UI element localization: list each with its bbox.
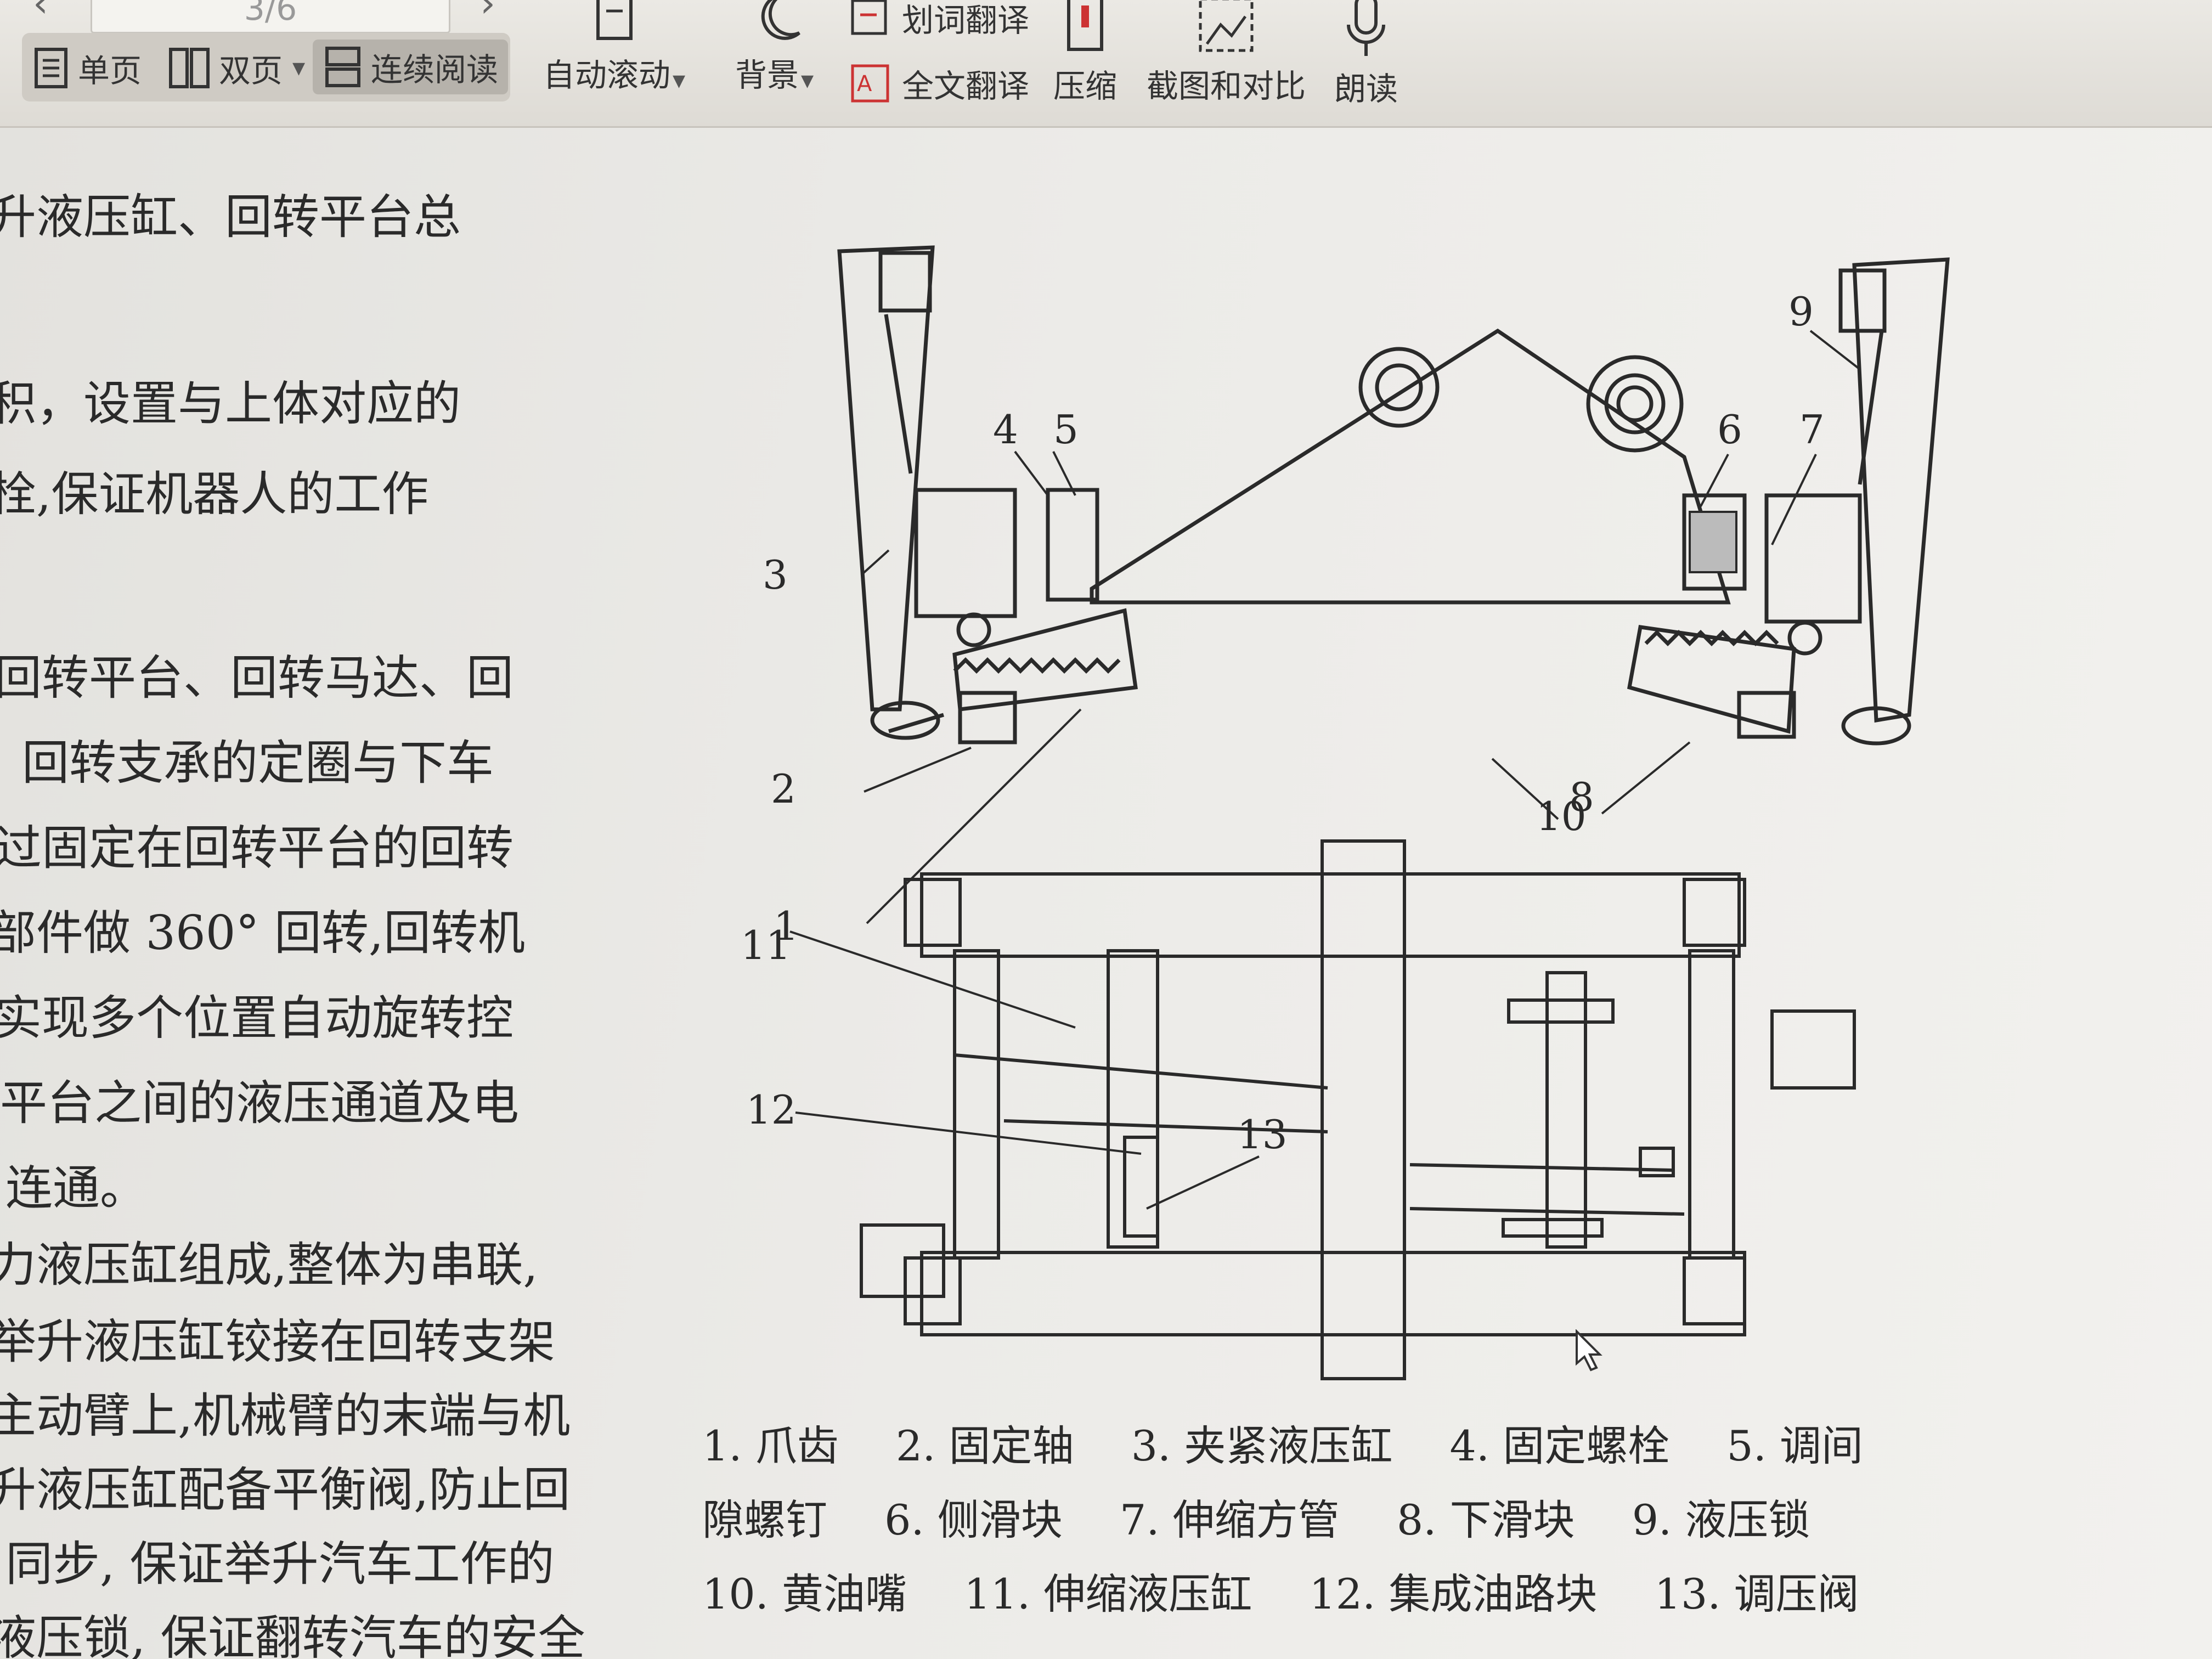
- continuous-read-icon: [325, 47, 360, 87]
- single-page-label: 单页: [78, 52, 142, 89]
- figure-caption: 1. 爪齿 2. 固定轴 3. 夹紧液压缸 4. 固定螺栓 5. 调间 隙螺钉 …: [702, 1409, 2107, 1631]
- microphone-icon: [1347, 0, 1385, 56]
- compress-button[interactable]: 压缩: [1053, 0, 1117, 106]
- text-line: 力液压缸组成,整体为串联,: [0, 1238, 538, 1293]
- compress-label: 压缩: [1053, 67, 1118, 105]
- part-label: 4: [993, 407, 1018, 453]
- text-line: 升液压缸配备平衡阀,防止回: [0, 1463, 571, 1517]
- chevron-down-icon: ▼: [673, 71, 686, 91]
- continuous-read-label: 连续阅读: [371, 51, 499, 88]
- text-line: 升液压缸、回转平台总: [0, 190, 461, 245]
- caption-item: 隙螺钉: [702, 1496, 827, 1544]
- view-mode-group: 单页 双页 ▼ 连续阅读: [22, 33, 510, 101]
- svg-text:A: A: [857, 71, 872, 97]
- part-label: 12: [746, 1087, 797, 1133]
- body-text: 升液压缸、回转平台总 积，设置与上体对应的 栓,保证机器人的工作 回转平台、回转…: [0, 128, 614, 1659]
- background-button[interactable]: 背景▼: [735, 0, 814, 95]
- word-translate-label: 划词翻译: [902, 2, 1030, 39]
- part-label: 10: [1536, 793, 1587, 839]
- page-indicator: 3/6: [244, 0, 297, 28]
- moon-icon: [761, 0, 800, 40]
- leader-lines: [789, 330, 1861, 1210]
- word-translate-icon: [851, 0, 887, 35]
- part-label: 13: [1237, 1111, 1288, 1158]
- text-line: 主动臂上,机械臂的末端与机: [0, 1389, 571, 1443]
- reader-toolbar: ‹ 3/6 › 单页 双页 ▼ 连续阅读: [0, 0, 2212, 128]
- compress-icon: [1067, 0, 1103, 51]
- text-line: 连通。: [5, 1161, 147, 1216]
- mouse-cursor-icon: [1576, 1329, 1602, 1372]
- caption-item: 1. 爪齿: [702, 1421, 839, 1470]
- single-page-icon: [35, 48, 67, 88]
- text-line: 栓,保证机器人的工作: [0, 467, 429, 522]
- caption-row: 10. 黄油嘴 11. 伸缩液压缸 12. 集成油路块 13. 调压阀: [702, 1557, 2107, 1631]
- double-page-icon: [169, 48, 210, 88]
- screenshot-compare-icon: [1199, 0, 1254, 52]
- text-line: 平台之间的液压通道及电: [0, 1076, 519, 1131]
- document-page: 升液压缸、回转平台总 积，设置与上体对应的 栓,保证机器人的工作 回转平台、回转…: [0, 128, 2212, 1659]
- caption-item: 12. 集成油路块: [1309, 1570, 1598, 1618]
- part-label: 1: [774, 903, 799, 949]
- page-number-input[interactable]: 3/6: [91, 0, 450, 33]
- word-translate-button[interactable]: 划词翻译: [849, 0, 1029, 41]
- screenshot-compare-label: 截图和对比: [1147, 67, 1306, 105]
- caption-row: 1. 爪齿 2. 固定轴 3. 夹紧液压缸 4. 固定螺栓 5. 调间: [702, 1409, 2107, 1483]
- caption-item: 4. 固定螺栓: [1449, 1421, 1670, 1470]
- auto-scroll-button[interactable]: 自动滚动▼: [543, 0, 685, 95]
- text-line: 实现多个位置自动旋转控: [0, 991, 514, 1046]
- screenshot-compare-button[interactable]: 截图和对比: [1147, 0, 1306, 106]
- prev-page-icon[interactable]: ‹: [33, 0, 48, 26]
- full-translate-label: 全文翻译: [902, 67, 1030, 105]
- text-line: 过固定在回转平台的回转: [0, 821, 514, 876]
- auto-scroll-icon: [596, 0, 633, 40]
- part-label: 8: [1569, 774, 1594, 820]
- part-label: 11: [741, 922, 791, 968]
- caption-item: 5. 调间: [1726, 1421, 1864, 1470]
- caption-item: 11. 伸缩液压缸: [964, 1570, 1252, 1618]
- read-aloud-label: 朗读: [1334, 70, 1398, 108]
- part-label: 5: [1053, 407, 1079, 453]
- auto-scroll-label: 自动滚动: [543, 57, 671, 94]
- part-label: 7: [1799, 407, 1825, 453]
- caption-item: 9. 液压锁: [1632, 1496, 1810, 1544]
- caption-item: 8. 下滑块: [1396, 1496, 1575, 1544]
- single-page-button[interactable]: 单页: [32, 45, 142, 91]
- caption-item: 13. 调压阀: [1654, 1570, 1859, 1618]
- text-line: 部件做 360° 回转,回转机: [0, 906, 526, 961]
- background-label: 背景: [735, 57, 799, 94]
- caption-item: 7. 伸缩方管: [1120, 1496, 1340, 1544]
- part-label: 3: [763, 552, 788, 598]
- mechanism-figure: 1 2 3 4 5 6 7 8 9 10 11 12 13: [741, 245, 1950, 1380]
- double-page-button[interactable]: 双页 ▼: [167, 45, 305, 91]
- text-line: 回转支承的定圈与下车: [22, 736, 494, 791]
- text-line: 液压锁, 保证翻转汽车的安全: [0, 1611, 585, 1659]
- text-line: 积，设置与上体对应的: [0, 376, 461, 431]
- text-line: 举升液压缸铰接在回转支架: [0, 1314, 555, 1369]
- text-line: 同步, 保证举升汽车工作的: [5, 1537, 555, 1592]
- part-label: 9: [1788, 289, 1814, 335]
- chevron-down-icon: ▼: [292, 58, 306, 78]
- part-label: 2: [771, 766, 796, 812]
- gripper-plan-view: [860, 839, 1856, 1380]
- chevron-down-icon: ▼: [801, 71, 814, 91]
- caption-item: 3. 夹紧液压缸: [1131, 1421, 1393, 1470]
- full-translate-icon: A: [851, 64, 889, 103]
- caption-row: 隙螺钉 6. 侧滑块 7. 伸缩方管 8. 下滑块 9. 液压锁: [702, 1483, 2107, 1557]
- full-translate-button[interactable]: A 全文翻译: [849, 60, 1029, 106]
- text-line: 回转平台、回转马达、回: [0, 651, 514, 706]
- part-label: 6: [1717, 407, 1742, 453]
- double-page-label: 双页: [219, 52, 283, 89]
- caption-item: 10. 黄油嘴: [702, 1570, 907, 1618]
- continuous-read-button[interactable]: 连续阅读: [313, 40, 509, 94]
- caption-item: 2. 固定轴: [895, 1421, 1074, 1470]
- caption-item: 6. 侧滑块: [884, 1496, 1063, 1544]
- gripper-side-view: [837, 245, 1950, 746]
- read-aloud-button[interactable]: 朗读: [1334, 0, 1398, 109]
- next-page-icon[interactable]: ›: [480, 0, 495, 26]
